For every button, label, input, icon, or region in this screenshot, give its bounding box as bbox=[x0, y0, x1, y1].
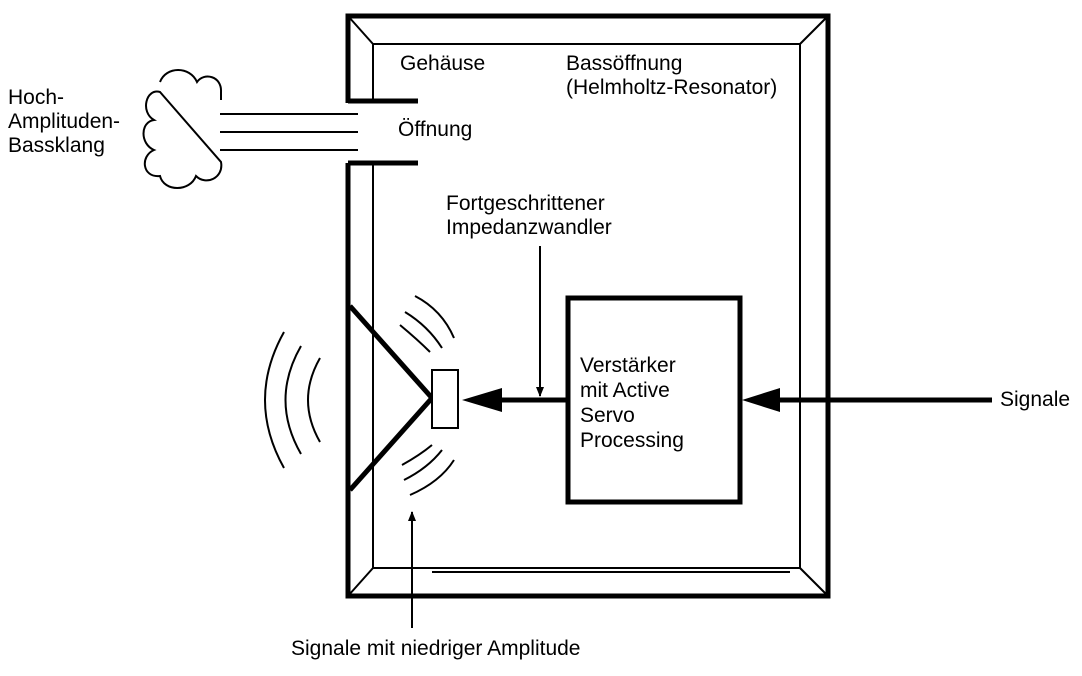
label-impedance-line2: Impedanzwandler bbox=[446, 216, 612, 239]
label-port-line2: (Helmholtz-Resonator) bbox=[566, 76, 777, 99]
label-housing: Gehäuse bbox=[400, 52, 485, 75]
voice-coil bbox=[431, 369, 459, 429]
label-source-line1: Hoch- bbox=[8, 86, 64, 109]
bass-sound-cloud-icon bbox=[142, 69, 223, 189]
label-low-amp-signals: Signale mit niedriger Amplitude bbox=[291, 637, 581, 660]
label-amp-line3: Servo bbox=[580, 404, 635, 427]
arrows bbox=[408, 246, 992, 628]
label-impedance-line1: Fortgeschrittener bbox=[446, 192, 605, 215]
speaker-cone bbox=[348, 304, 434, 492]
housing-inner-wall bbox=[372, 43, 801, 569]
label-signals-in: Signale bbox=[1000, 388, 1070, 411]
arrow-amp-output-head bbox=[462, 388, 502, 412]
label-amp-line4: Processing bbox=[580, 429, 684, 452]
arrow-signal-in-head bbox=[742, 388, 780, 412]
sound-waves-outer bbox=[264, 331, 321, 469]
housing-corner-bevels bbox=[347, 15, 829, 597]
sound-waves-inner bbox=[399, 295, 455, 496]
bass-port-tube bbox=[348, 98, 418, 166]
label-source-line3: Bassklang bbox=[8, 134, 105, 157]
label-amp-line1: Verstärker bbox=[580, 354, 676, 377]
label-opening: Öffnung bbox=[398, 118, 472, 141]
label-source-line2: Amplituden- bbox=[8, 110, 120, 133]
housing-inner-details bbox=[432, 382, 801, 573]
housing-outer-wall bbox=[345, 13, 831, 599]
air-flow-lines bbox=[220, 113, 358, 151]
label-port-line1: Bassöffnung bbox=[566, 52, 682, 75]
label-amp-line2: mit Active bbox=[580, 379, 670, 402]
